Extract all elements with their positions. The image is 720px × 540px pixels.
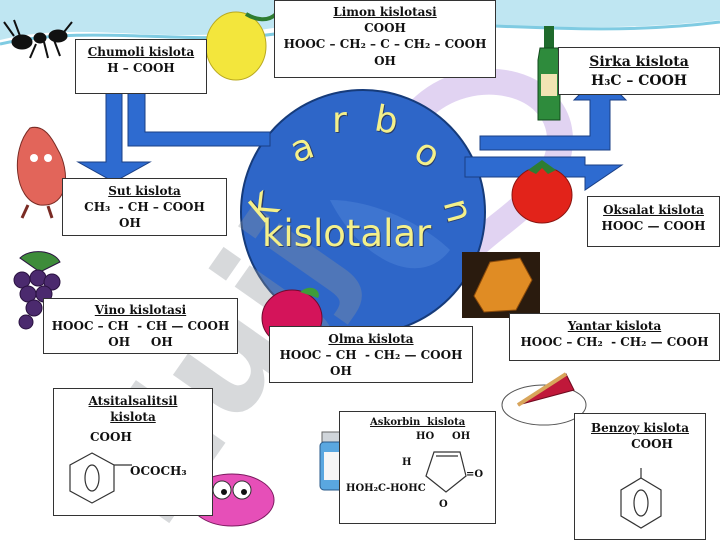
- pie-icon: [501, 372, 587, 426]
- lactone-ring: [425, 451, 467, 493]
- sirka-title: Sirka kislota: [589, 54, 689, 70]
- atsitalsalitsil-cooh: COOH: [90, 430, 132, 444]
- sut-line-2: OH: [119, 216, 141, 231]
- limon-line-3: OH: [374, 53, 396, 68]
- olma-line-2: OH: [330, 364, 352, 379]
- vino-line-1: HOOC – CH - CH — COOH: [51, 319, 230, 334]
- box-vino: Vino kislotasi HOOC – CH - CH — COOH OH …: [43, 298, 238, 354]
- benzene-ring-aspirin: [69, 452, 132, 504]
- oksalat-title: Oksalat kislota: [603, 203, 704, 217]
- askorbin-ring-o: O: [439, 499, 448, 510]
- benzoy-title: Benzoy kislota: [591, 421, 689, 435]
- atsitalsalitsil-ococh3: OCOCH₃: [130, 464, 187, 478]
- tomato-icon: [511, 160, 573, 224]
- askorbin-oh: OH: [452, 431, 471, 442]
- box-sut: Sut kislota CH₃ - CH – COOH OH: [62, 178, 227, 236]
- askorbin-side-chain: HOH₂C-HOHC: [346, 483, 426, 494]
- benzoy-line-1: COOH: [631, 437, 673, 452]
- box-oksalat: Oksalat kislota HOOC — COOH: [587, 196, 720, 247]
- olma-line-1: HOOC – CH - CH₂ — COOH: [279, 348, 463, 363]
- amber-icon: [462, 252, 540, 318]
- limon-line-1: COOH: [364, 21, 406, 36]
- circle-letter-r: r: [332, 100, 347, 141]
- sut-line-1: CH₃ - CH – COOH: [84, 200, 205, 215]
- box-benzoy: Benzoy kislota COOH: [574, 413, 706, 540]
- box-yantar: Yantar kislota HOOC – CH₂ - CH₂ — COOH: [509, 313, 720, 361]
- olma-title: Olma kislota: [328, 332, 414, 346]
- limon-title: Limon kislotasi: [333, 5, 437, 19]
- circle-shade: [330, 200, 450, 269]
- limon-line-2: HOOC – CH₂ – C – CH₂ – COOH: [283, 37, 487, 52]
- box-sirka: Sirka kislota H₃C – COOH: [558, 47, 720, 95]
- atsitalsalitsil-title: Atsitalsalitsil: [88, 394, 178, 408]
- askorbin-ho: HO: [416, 431, 435, 442]
- box-askorbin: Askorbin kislota HO OH H =O HOH₂C-HOHC O: [339, 411, 496, 524]
- box-chumoli: Chumoli kislota H – COOH: [75, 39, 207, 94]
- askorbin-title: Askorbin kislota: [370, 417, 466, 428]
- box-olma: Olma kislota HOOC – CH - CH₂ — COOH OH: [269, 326, 473, 383]
- yantar-line-1: HOOC – CH₂ - CH₂ — COOH: [520, 335, 709, 350]
- vino-line-2: OH OH: [108, 335, 173, 350]
- stomach-icon: [16, 126, 66, 219]
- sirka-line-1: H₃C – COOH: [590, 72, 687, 89]
- askorbin-oxo: =O: [466, 469, 484, 480]
- vino-title: Vino kislotasi: [94, 303, 187, 317]
- oksalat-line-1: HOOC — COOH: [601, 219, 706, 234]
- benzene-ring-benzoic: [620, 468, 662, 529]
- askorbin-h: H: [402, 457, 412, 468]
- yantar-title: Yantar kislota: [567, 319, 662, 333]
- atsitalsalitsil-title-2: kislota: [110, 410, 156, 425]
- bottle-icon: [537, 26, 561, 121]
- box-limon: Limon kislotasi COOH HOOC – CH₂ – C – CH…: [274, 0, 496, 78]
- chumoli-title: Chumoli kislota: [87, 45, 195, 59]
- box-atsitalsalitsil: Atsitalsalitsil kislota COOH OCOCH₃: [53, 388, 213, 516]
- chumoli-line-1: H – COOH: [107, 61, 175, 76]
- sut-title: Sut kislota: [108, 184, 181, 198]
- ant-icon: [3, 19, 73, 59]
- circle-subtitle: kislotalar: [262, 212, 432, 255]
